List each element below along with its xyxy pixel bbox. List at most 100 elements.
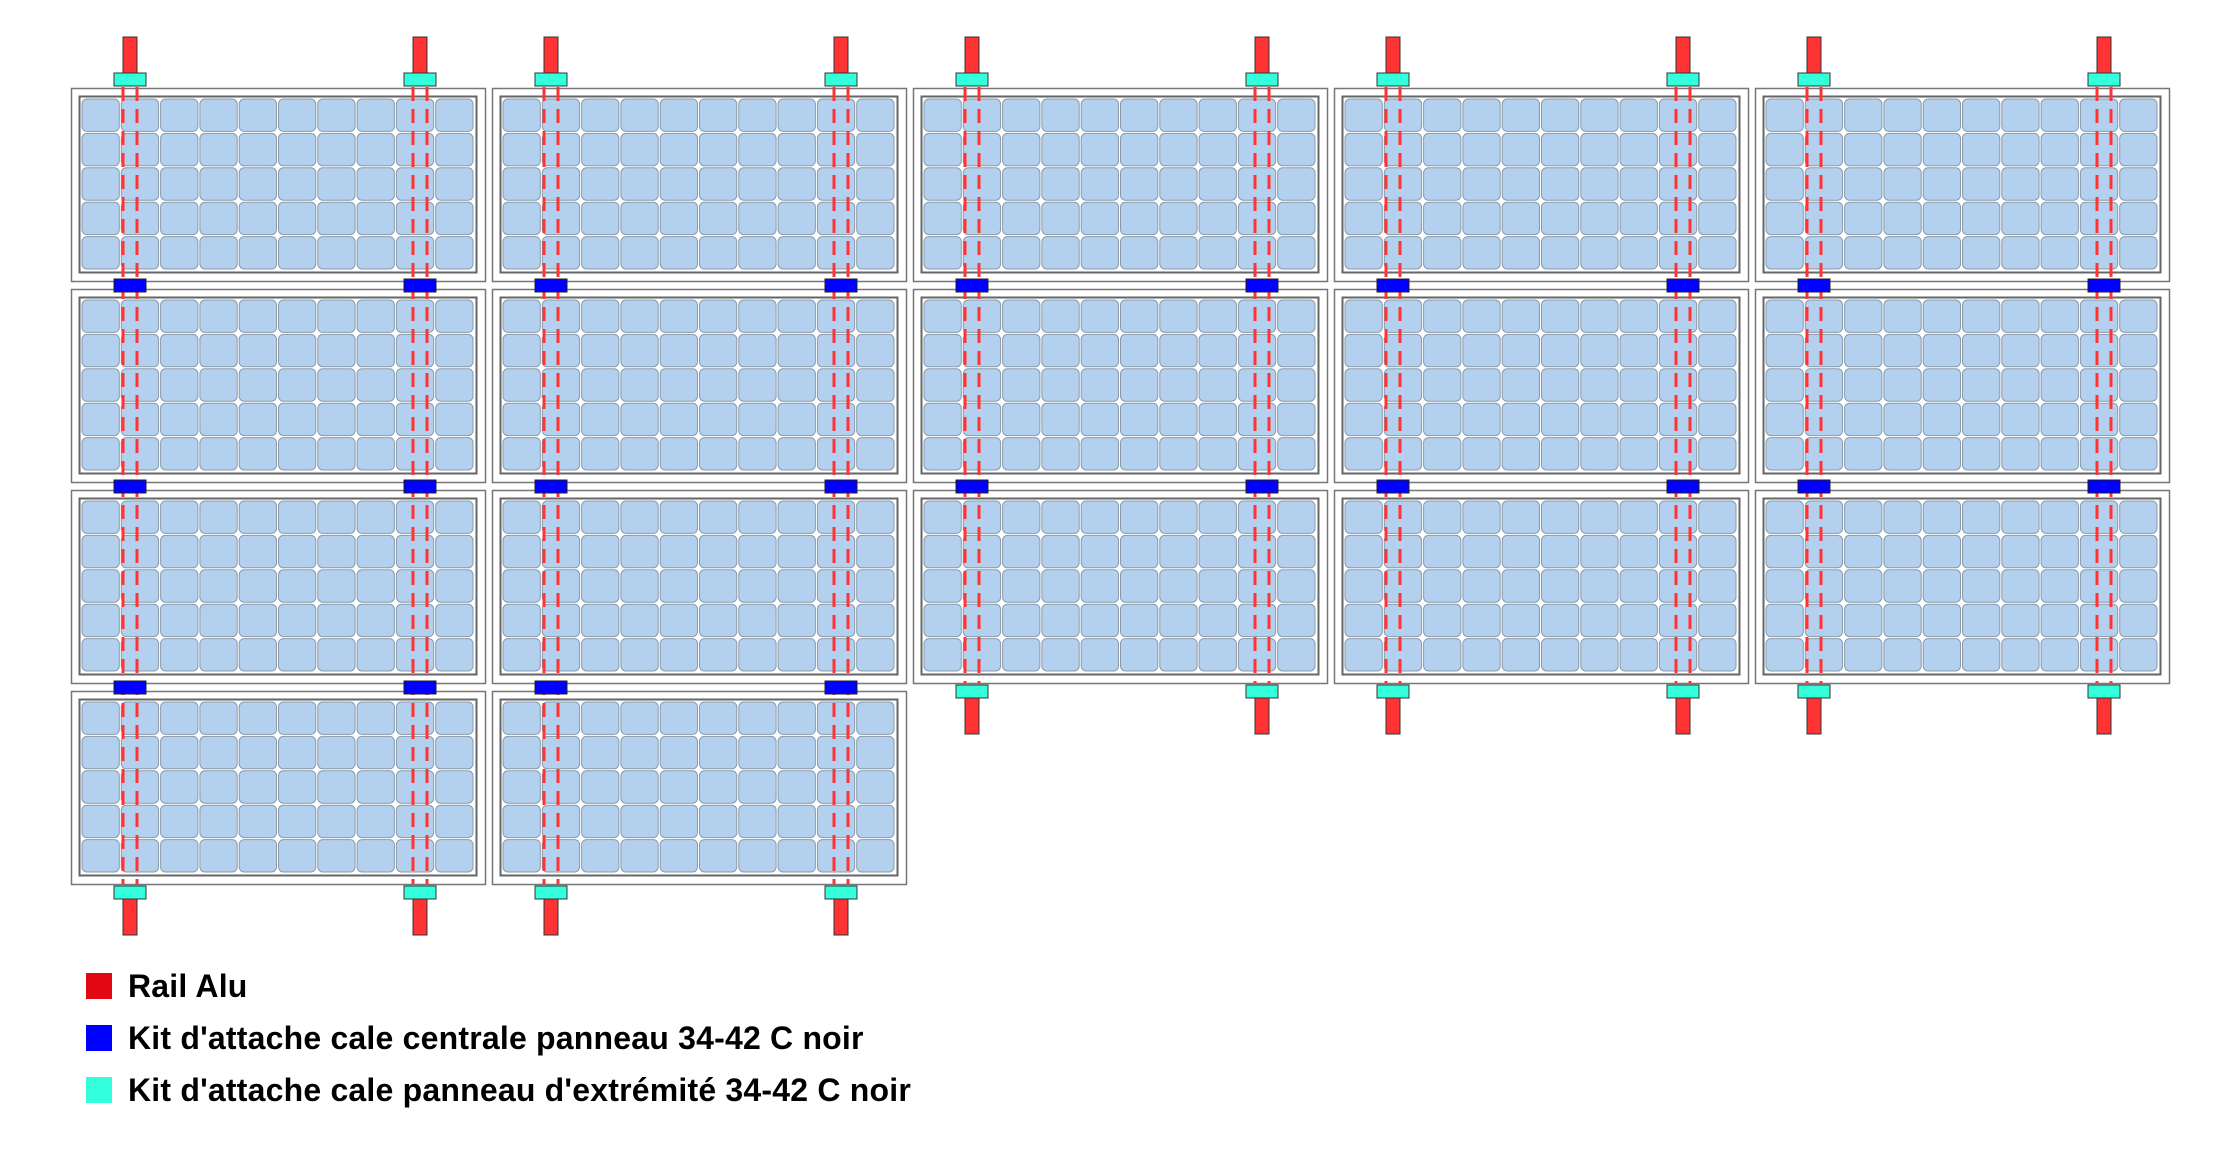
solar-cell xyxy=(1962,569,2001,603)
solar-cell xyxy=(395,638,435,672)
solar-cell xyxy=(160,804,199,839)
solar-cell xyxy=(1580,638,1619,672)
solar-cell xyxy=(856,500,895,534)
rail-top-stub xyxy=(2096,36,2112,75)
rail-top-stub xyxy=(1675,36,1691,75)
solar-cell xyxy=(1159,132,1198,167)
solar-cell xyxy=(2079,167,2119,201)
end-clamp-bottom xyxy=(1797,684,1831,699)
solar-cell xyxy=(1883,500,1922,534)
solar-cell xyxy=(659,839,699,873)
solar-cell xyxy=(1922,402,1961,437)
solar-cell xyxy=(541,201,581,236)
solar-cell xyxy=(1922,534,1961,569)
solar-cell xyxy=(81,500,120,534)
solar-cell xyxy=(317,167,356,201)
solar-cell xyxy=(1804,534,1844,569)
solar-cell xyxy=(2040,638,2079,672)
solar-cell xyxy=(1237,201,1277,236)
center-clamp xyxy=(955,479,989,494)
rail-bottom-stub xyxy=(1806,696,1822,735)
solar-cell xyxy=(581,839,620,873)
solar-cell xyxy=(1080,368,1119,402)
solar-cell xyxy=(659,333,699,368)
solar-cell xyxy=(620,839,659,873)
solar-cell xyxy=(199,500,238,534)
solar-cell xyxy=(1962,437,2001,471)
solar-cell xyxy=(2001,534,2040,569)
solar-cell xyxy=(1120,333,1159,368)
solar-cell xyxy=(923,201,962,236)
solar-cell xyxy=(238,201,277,236)
solar-cell xyxy=(1462,402,1501,437)
solar-cell xyxy=(1501,603,1540,638)
solar-cell xyxy=(1698,132,1737,167)
solar-cell xyxy=(502,804,541,839)
solar-cell xyxy=(699,299,738,333)
end-clamp-top xyxy=(2087,72,2121,87)
solar-panel-layout-diagram xyxy=(70,36,2171,936)
solar-cell xyxy=(1619,500,1658,534)
solar-cell xyxy=(2119,236,2158,270)
solar-cell xyxy=(738,569,777,603)
solar-cell xyxy=(1041,98,1080,132)
solar-cell xyxy=(699,167,738,201)
solar-cell xyxy=(1198,299,1237,333)
solar-cell xyxy=(1041,236,1080,270)
end-clamp-bottom xyxy=(1666,684,1700,699)
solar-cell xyxy=(435,603,474,638)
solar-cell xyxy=(1922,167,1961,201)
solar-cell xyxy=(435,98,474,132)
solar-cell xyxy=(1120,167,1159,201)
solar-cell xyxy=(1462,333,1501,368)
solar-cell xyxy=(2040,236,2079,270)
solar-cell xyxy=(1159,236,1198,270)
solar-cell xyxy=(1922,132,1961,167)
solar-cell xyxy=(1344,500,1383,534)
solar-cell xyxy=(1159,167,1198,201)
solar-cell xyxy=(1962,132,2001,167)
solar-cell xyxy=(1198,236,1237,270)
solar-cell xyxy=(699,770,738,804)
solar-cell xyxy=(659,500,699,534)
solar-cell xyxy=(1344,402,1383,437)
solar-cell xyxy=(81,534,120,569)
solar-cell xyxy=(1501,534,1540,569)
solar-cell xyxy=(1277,98,1316,132)
solar-cell xyxy=(1237,402,1277,437)
solar-cell xyxy=(2001,638,2040,672)
solar-cell xyxy=(816,534,856,569)
solar-cell xyxy=(1198,437,1237,471)
solar-cell xyxy=(1765,167,1804,201)
center-clamp xyxy=(113,479,147,494)
solar-cell xyxy=(502,201,541,236)
solar-cell xyxy=(120,500,160,534)
solar-cell xyxy=(199,701,238,735)
solar-cell xyxy=(1541,603,1580,638)
solar-cell xyxy=(1619,333,1658,368)
solar-cell xyxy=(699,735,738,770)
solar-cell xyxy=(816,569,856,603)
solar-cell xyxy=(1423,569,1462,603)
solar-cell xyxy=(1344,299,1383,333)
solar-cell xyxy=(2040,569,2079,603)
solar-cell xyxy=(120,299,160,333)
solar-cell xyxy=(1580,603,1619,638)
solar-cell xyxy=(1765,132,1804,167)
solar-cell xyxy=(738,701,777,735)
solar-cell xyxy=(1120,299,1159,333)
center-clamp xyxy=(2087,479,2121,494)
solar-cell xyxy=(923,603,962,638)
solar-cell xyxy=(816,603,856,638)
solar-cell xyxy=(1002,236,1041,270)
solar-cell xyxy=(1462,500,1501,534)
solar-cell xyxy=(1883,437,1922,471)
solar-cell xyxy=(120,534,160,569)
solar-cell xyxy=(699,437,738,471)
solar-cell xyxy=(1804,132,1844,167)
center-clamp xyxy=(2087,278,2121,293)
solar-cell xyxy=(1198,201,1237,236)
solar-cell xyxy=(738,299,777,333)
solar-cell xyxy=(2040,167,2079,201)
solar-cell xyxy=(435,167,474,201)
